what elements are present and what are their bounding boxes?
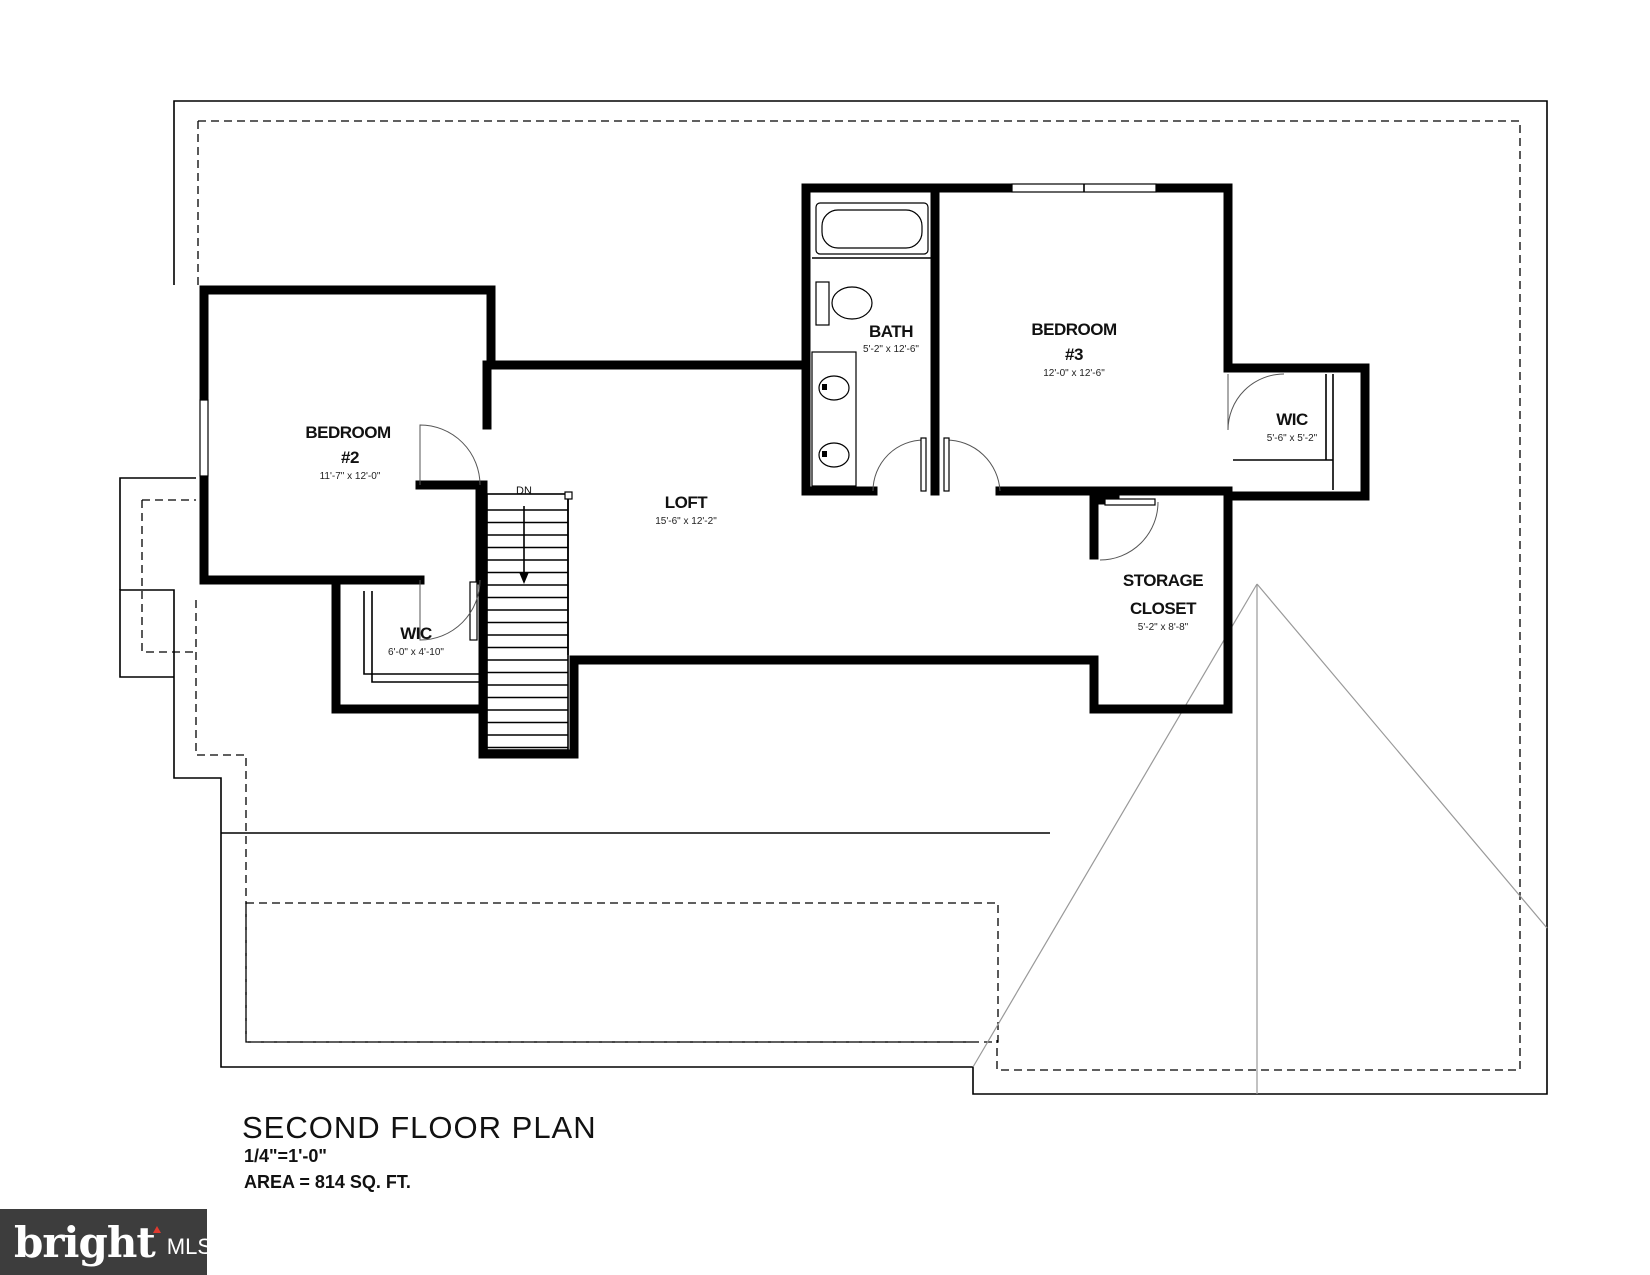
loft-name: LOFT bbox=[665, 493, 708, 512]
interior-fixtures bbox=[199, 183, 1334, 683]
brightmls-logo-word: bright bbox=[14, 1217, 156, 1267]
storage-dims: 5'-2" x 8'-8" bbox=[1138, 622, 1189, 633]
plan-title: SECOND FLOOR PLAN bbox=[242, 1110, 597, 1145]
roof-outline bbox=[119, 100, 1548, 1095]
loft-dims: 15'-6" x 12'-2" bbox=[655, 516, 717, 527]
plan-scale: 1/4"=1'-0" bbox=[244, 1146, 327, 1166]
logo-accent-icon bbox=[152, 1225, 161, 1233]
room-labels: BEDROOM #2 11'-7" x 12'-0" WIC 6'-0" x 4… bbox=[305, 320, 1317, 658]
door-swings bbox=[419, 373, 1285, 641]
brightmls-logo: bright MLS bbox=[0, 1209, 212, 1275]
title-block: SECOND FLOOR PLAN 1/4"=1'-0" AREA = 814 … bbox=[242, 1110, 597, 1192]
bedroom3-number: #3 bbox=[1065, 345, 1083, 364]
toilet bbox=[815, 281, 830, 326]
bedroom3-dims: 12'-0" x 12'-6" bbox=[1043, 368, 1105, 379]
storage-closet-name: CLOSET bbox=[1130, 599, 1197, 618]
bedroom2-dims: 11'-7" x 12'-0" bbox=[320, 471, 381, 482]
bedroom3-name: BEDROOM bbox=[1031, 320, 1117, 339]
stair-direction-label: DN bbox=[516, 485, 532, 497]
storage-name: STORAGE bbox=[1123, 571, 1203, 590]
brightmls-logo-suffix: MLS bbox=[166, 1234, 213, 1259]
sink bbox=[818, 442, 850, 468]
bedroom2-number: #2 bbox=[341, 448, 359, 467]
bedroom2-name: BEDROOM bbox=[305, 423, 391, 442]
roof-hip-lines bbox=[972, 583, 1548, 1094]
wic-right-name: WIC bbox=[1276, 410, 1308, 429]
walls bbox=[199, 183, 1370, 759]
window bbox=[199, 399, 209, 477]
plan-area: AREA = 814 SQ. FT. bbox=[244, 1172, 411, 1192]
stair: DN bbox=[486, 485, 573, 751]
bath-name: BATH bbox=[869, 322, 913, 341]
wic-left-dims: 6'-0" x 4'-10" bbox=[388, 647, 444, 658]
wic-left-name: WIC bbox=[400, 624, 432, 643]
bath-dims: 5'-2" x 12'-6" bbox=[863, 344, 919, 355]
sink bbox=[818, 375, 850, 401]
wic-right-dims: 5'-6" x 5'-2" bbox=[1267, 433, 1318, 444]
dashed-outlines bbox=[141, 120, 1521, 1071]
